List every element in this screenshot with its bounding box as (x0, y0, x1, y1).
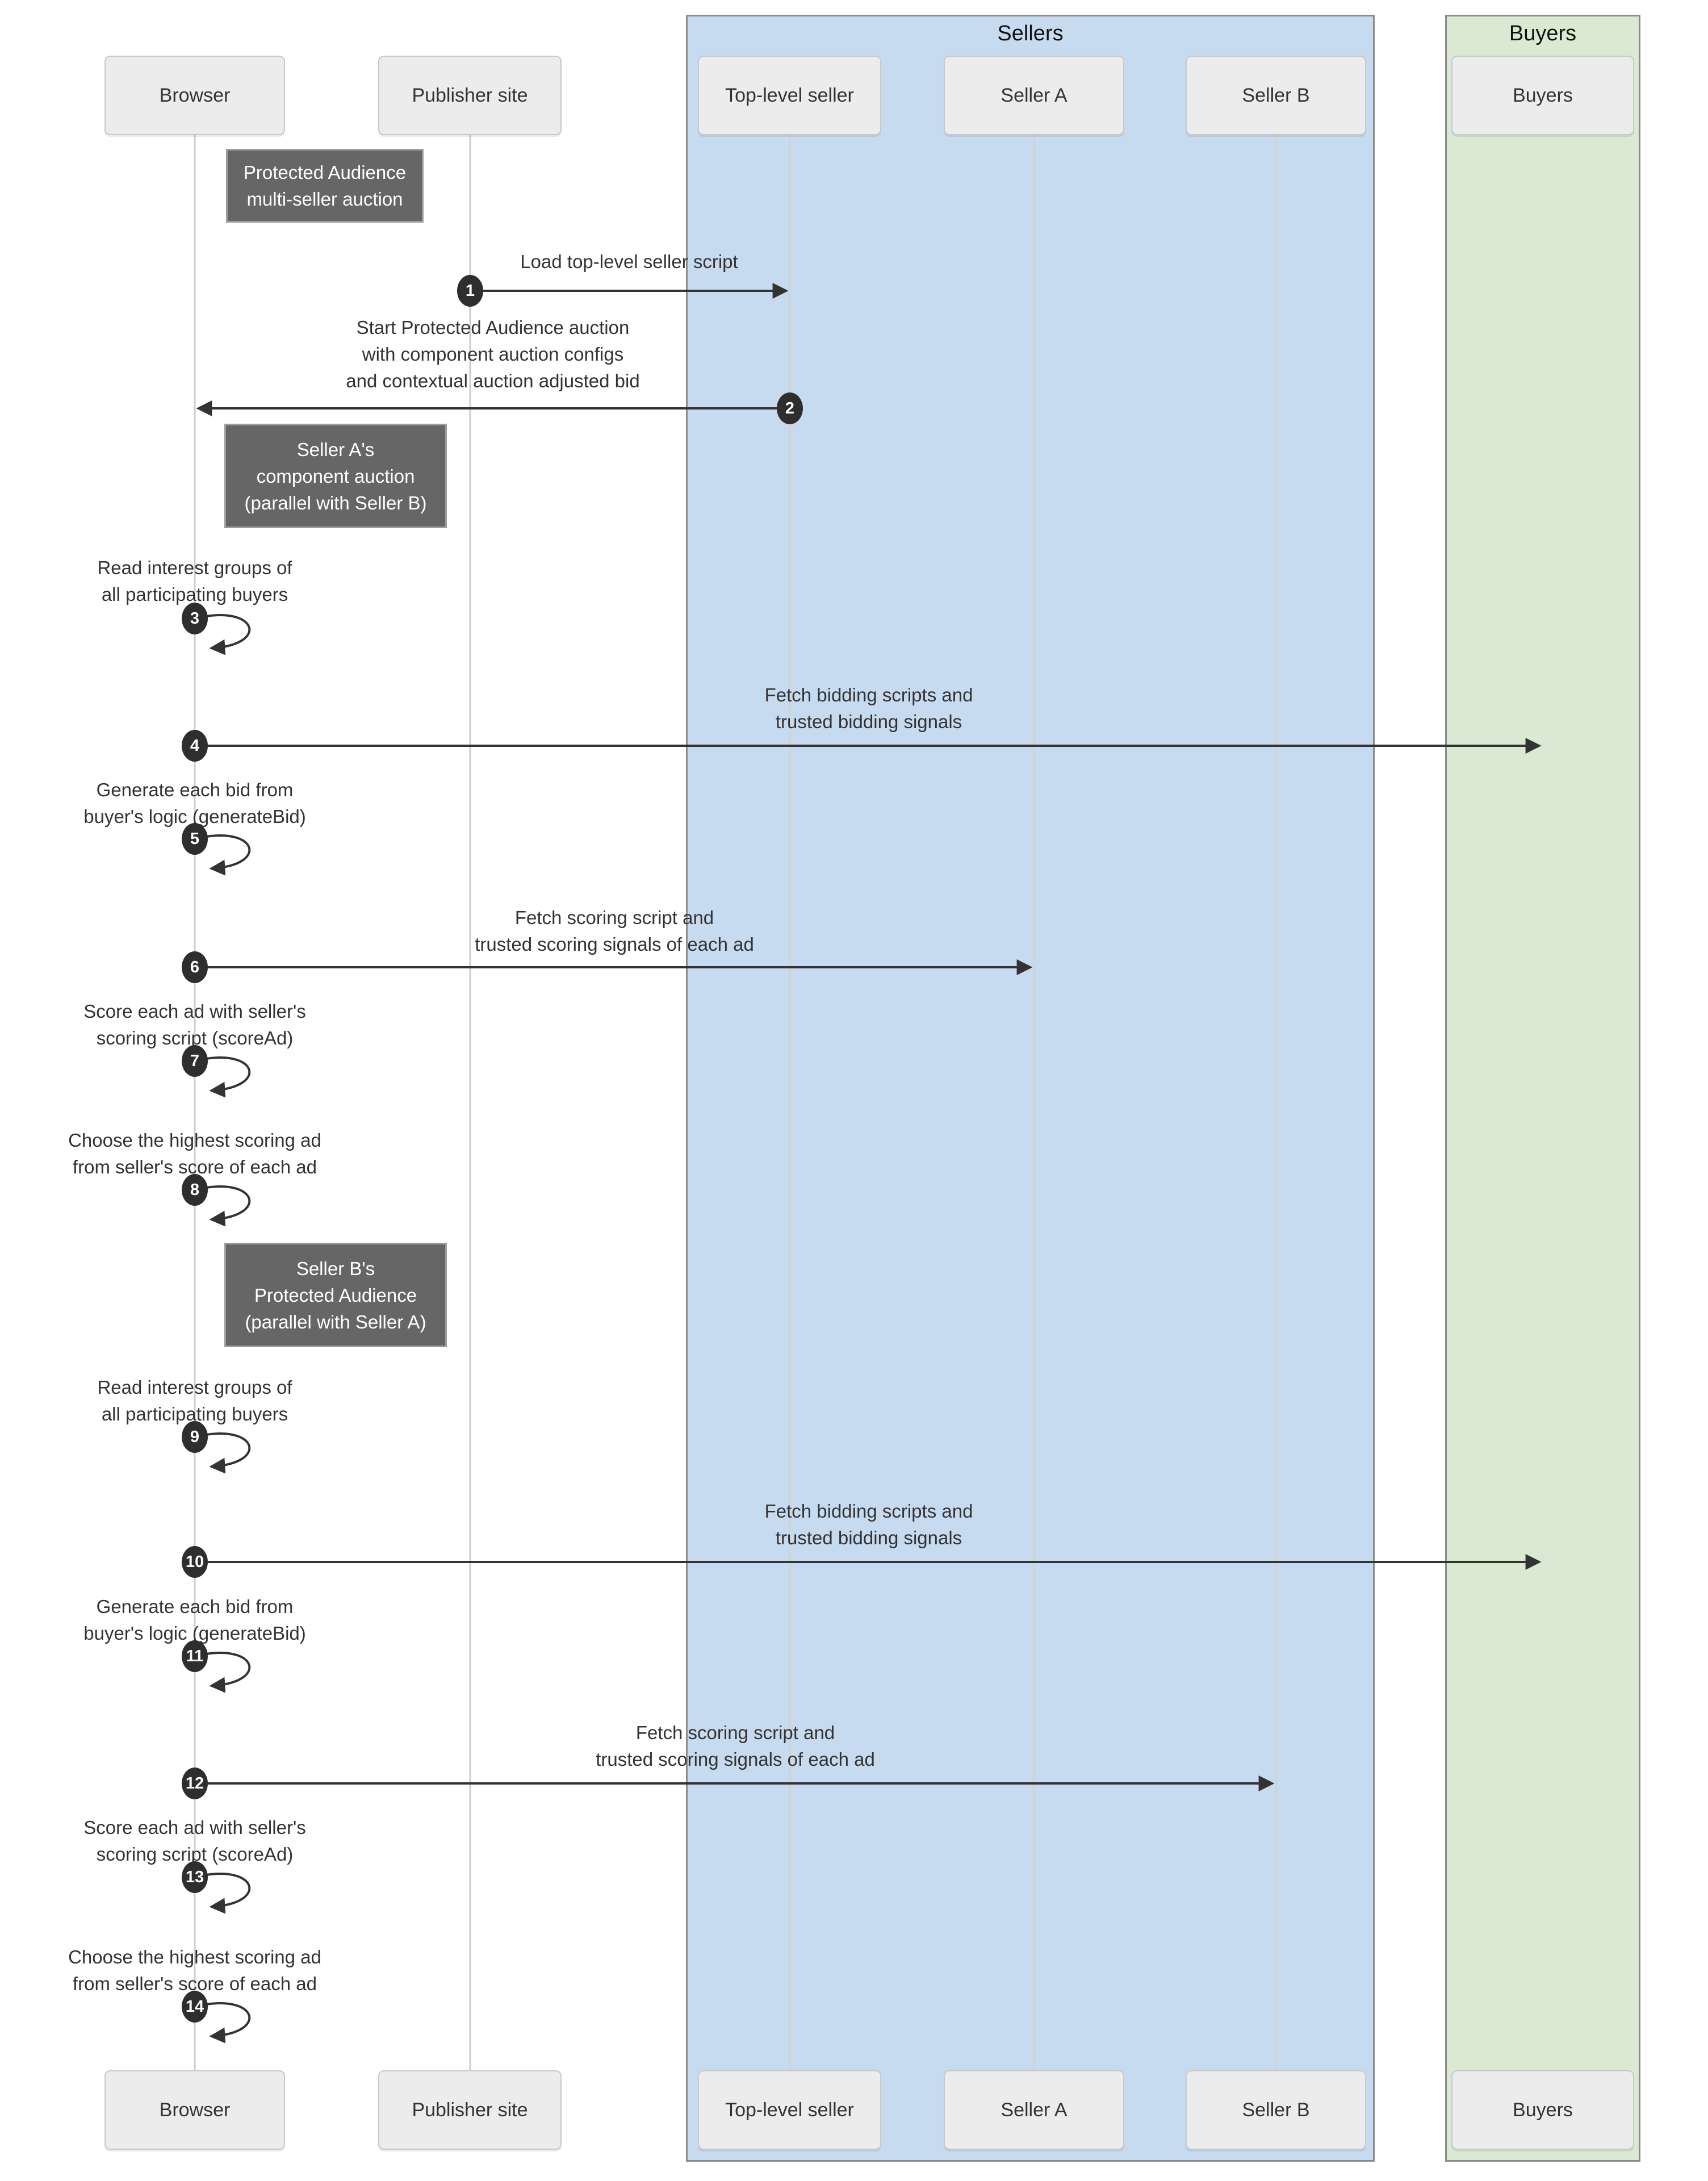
message-label-13: Score each ad with seller's scoring scri… (83, 1817, 306, 1865)
self-message-arrow-3 (206, 614, 251, 655)
participant-bottom-seller-b: Seller B (1186, 2070, 1366, 2150)
message-label-10: Fetch bidding scripts and trusted biddin… (764, 1501, 973, 1548)
participant-bottom-publisher-site: Publisher site (378, 2070, 562, 2150)
sellers-group-title: Sellers (997, 22, 1064, 45)
sequence-number-3: 3 (182, 603, 208, 634)
self-message-arrow-11 (206, 1652, 251, 1693)
participant-top-publisher-site: Publisher site (378, 56, 562, 135)
note-seller-b-protected-audience: Seller B's Protected Audience (parallel … (224, 1243, 447, 1347)
participant-top-browser: Browser (104, 56, 285, 135)
message-label-6: Fetch scoring script and trusted scoring… (475, 907, 754, 955)
sequence-number-4: 4 (182, 730, 208, 762)
message-label-3: Read interest groups of all participatin… (97, 557, 292, 605)
self-message-arrow-5 (206, 834, 251, 876)
message-label-8: Choose the highest scoring ad from selle… (68, 1130, 321, 1177)
self-message-arrow-9 (206, 1432, 251, 1474)
message-label-5: Generate each bid from buyer's logic (ge… (83, 779, 306, 827)
message-label-4: Fetch bidding scripts and trusted biddin… (764, 684, 973, 732)
participant-bottom-buyers: Buyers (1451, 2070, 1634, 2150)
note-protected-audience-auction: Protected Audience multi-seller auction (226, 149, 424, 223)
sequence-number-7: 7 (182, 1045, 208, 1077)
sequence-number-14: 14 (182, 1991, 208, 2023)
participant-top-buyers: Buyers (1451, 56, 1634, 135)
sellers-group-region (686, 15, 1375, 2162)
participant-top-top-level-seller: Top-level seller (698, 56, 881, 135)
participant-top-seller-a: Seller A (944, 56, 1124, 135)
participant-top-seller-b: Seller B (1186, 56, 1366, 135)
participant-bottom-top-level-seller: Top-level seller (698, 2070, 881, 2150)
sequence-number-10: 10 (182, 1546, 208, 1578)
sequence-number-8: 8 (182, 1174, 208, 1206)
self-message-arrow-8 (206, 1185, 251, 1227)
participant-bottom-browser: Browser (104, 2070, 285, 2150)
message-label-12: Fetch scoring script and trusted scoring… (596, 1722, 875, 1770)
buyers-group-title: Buyers (1509, 22, 1577, 45)
participant-bottom-seller-a: Seller A (944, 2070, 1124, 2150)
sequence-number-12: 12 (182, 1768, 208, 1799)
sequence-number-5: 5 (182, 823, 208, 855)
sequence-number-6: 6 (182, 951, 208, 983)
message-label-2: Start Protected Audience auction with co… (346, 317, 640, 391)
self-message-arrow-7 (206, 1056, 251, 1098)
sequence-number-13: 13 (182, 1861, 208, 1893)
sequence-number-9: 9 (182, 1421, 208, 1453)
message-label-9: Read interest groups of all participatin… (97, 1377, 292, 1424)
sequence-number-2: 2 (777, 392, 803, 424)
message-label-14: Choose the highest scoring ad from selle… (68, 1946, 321, 1994)
sequence-number-1: 1 (457, 275, 483, 307)
sequence-number-11: 11 (182, 1640, 208, 1672)
message-label-11: Generate each bid from buyer's logic (ge… (83, 1596, 306, 1644)
message-label-1: Load top-level seller script (520, 251, 738, 272)
self-message-arrow-13 (206, 1873, 251, 1914)
note-seller-a-component-auction: Seller A's component auction (parallel w… (224, 424, 447, 528)
self-message-arrow-14 (206, 2002, 251, 2044)
message-label-7: Score each ad with seller's scoring scri… (83, 1001, 306, 1048)
